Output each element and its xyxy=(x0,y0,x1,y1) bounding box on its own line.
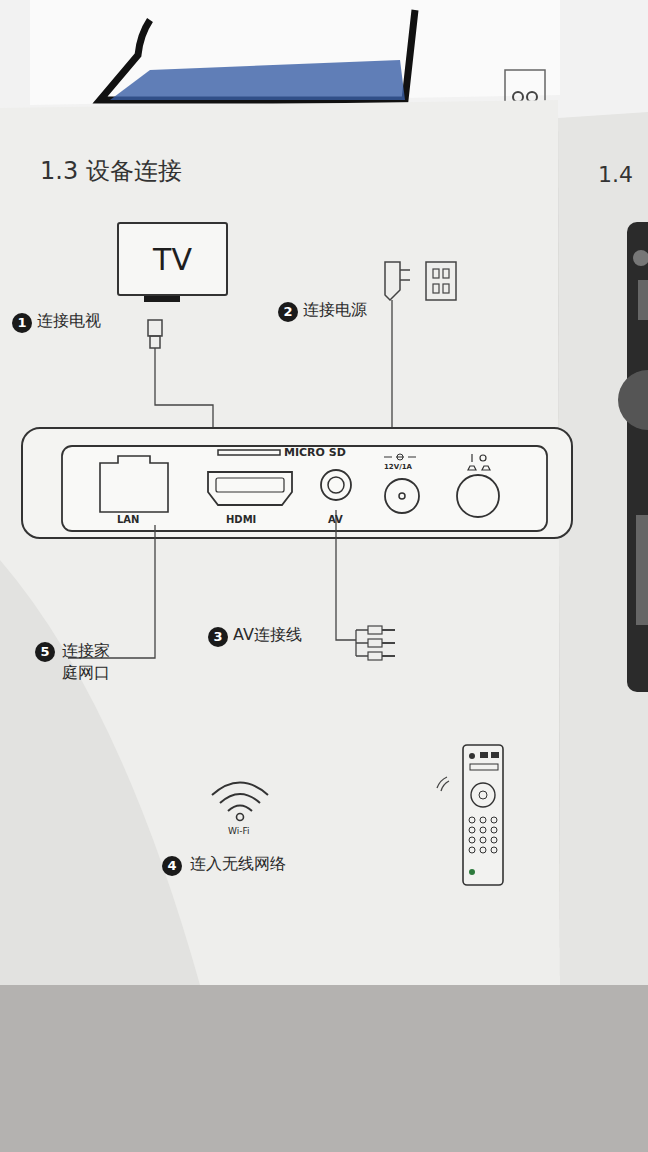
page-title: 1.3 设备连接 xyxy=(40,158,182,186)
port-label: MICRO SD xyxy=(284,447,346,460)
callout-number: 5 xyxy=(35,642,55,662)
callout-number: 2 xyxy=(278,302,298,322)
step-label: 连入无线网络 xyxy=(190,855,286,873)
tv-screen: TV xyxy=(117,222,228,296)
wifi-label: Wi-Fi xyxy=(228,826,249,836)
port-label: AV xyxy=(328,514,343,526)
port-label: HDMI xyxy=(226,514,256,526)
section-number: 1.4 xyxy=(598,162,633,187)
port-label: LAN xyxy=(117,514,139,526)
port-label: 12V/1A xyxy=(384,463,412,471)
callout-number: 3 xyxy=(208,627,228,647)
step-label: 连接家庭网口 xyxy=(62,640,110,685)
callout-number: 1 xyxy=(12,313,32,333)
callout-number: 4 xyxy=(162,856,182,876)
step-label: 连接电视 xyxy=(37,312,101,330)
step-label: 连接电源 xyxy=(303,301,367,319)
step-label: AV连接线 xyxy=(233,626,302,644)
node-label: TV xyxy=(153,242,192,277)
